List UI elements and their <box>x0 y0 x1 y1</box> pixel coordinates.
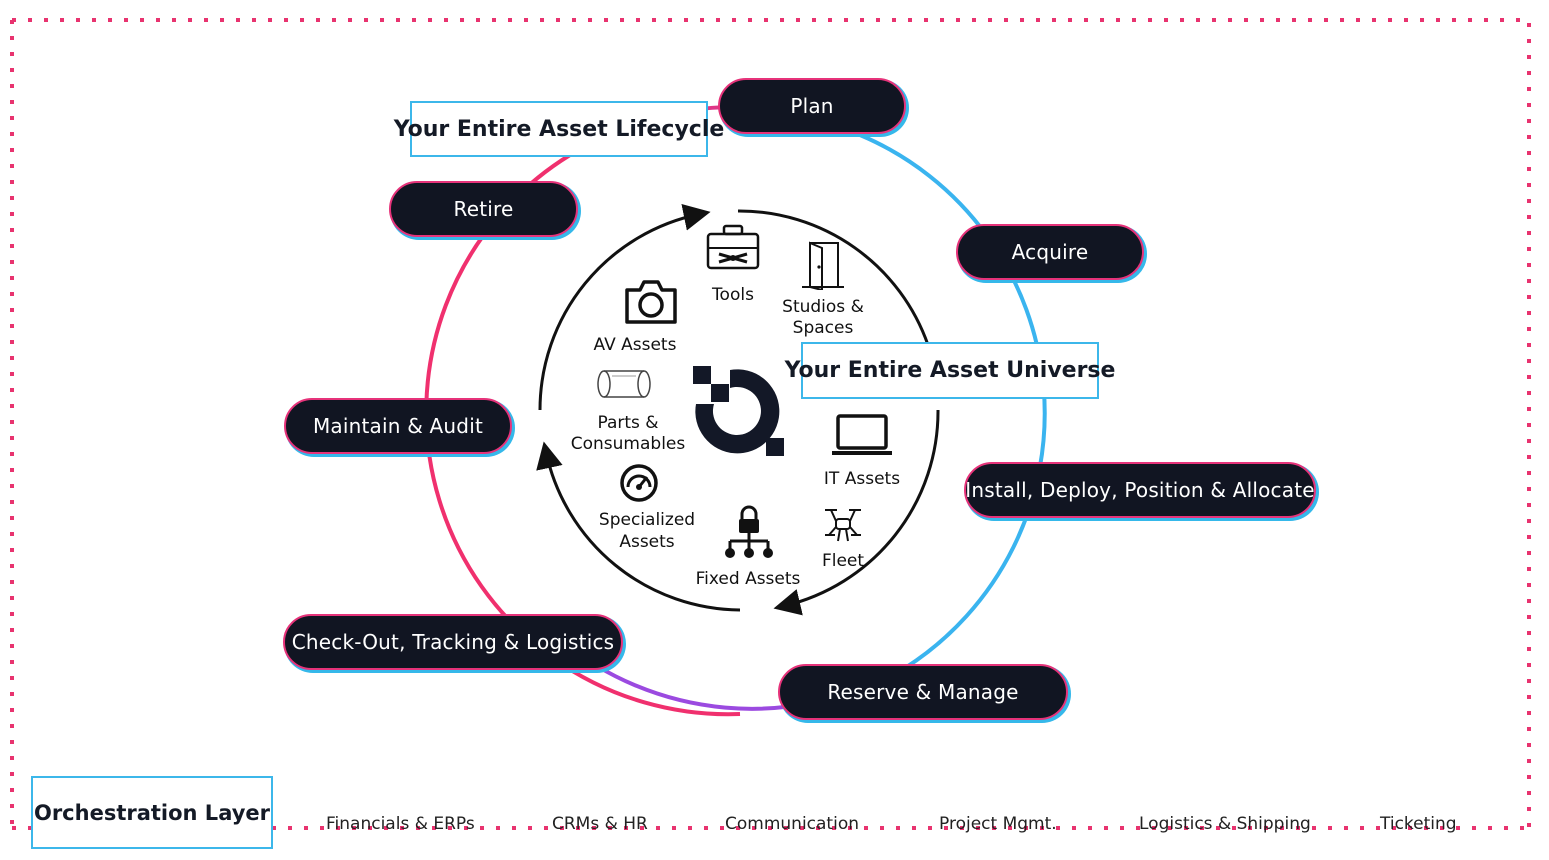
door-icon <box>802 241 844 290</box>
camera-icon <box>625 280 677 324</box>
stage-install[interactable]: Install, Deploy, Position & Allocate <box>964 462 1316 518</box>
asset-label-fleet: Fleet <box>821 551 865 571</box>
cycle-arrow-right <box>737 209 930 346</box>
cycle-arrow-right-lower <box>773 409 940 616</box>
lock-hierarchy-icon <box>725 505 773 558</box>
asset-label-parts-line2: Consumables <box>570 434 686 454</box>
universe-title: Your Entire Asset Universe <box>785 342 1115 399</box>
asset-label-it: IT Assets <box>823 469 901 489</box>
stage-acquire[interactable]: Acquire <box>956 224 1144 280</box>
stage-checkout[interactable]: Check-Out, Tracking & Logistics <box>283 614 623 670</box>
asset-label-fixed: Fixed Assets <box>695 569 801 589</box>
cycle-arrow-top <box>538 204 711 411</box>
orchestration-title: Orchestration Layer <box>31 776 273 849</box>
drone-icon <box>825 509 861 542</box>
laptop-icon <box>832 414 892 455</box>
asset-label-tools: Tools <box>712 285 754 305</box>
asset-label-specialized-line2: Assets <box>619 532 675 552</box>
dotted-frame <box>10 18 1531 830</box>
asset-label-av: AV Assets <box>593 335 677 355</box>
lifecycle-ring-right <box>859 133 1047 670</box>
lifecycle-title: Your Entire Asset Lifecycle <box>394 101 724 157</box>
gauge-icon <box>620 464 658 502</box>
integration-communication: Communication <box>725 814 859 834</box>
integration-ticketing: Ticketing <box>1380 814 1457 834</box>
cycle-arrow-bottom <box>536 441 741 612</box>
logo-icon <box>693 366 784 456</box>
can-icon <box>597 370 651 398</box>
stage-retire[interactable]: Retire <box>389 181 578 237</box>
lifecycle-ring-left <box>424 153 741 717</box>
stage-plan[interactable]: Plan <box>718 78 906 134</box>
stage-reserve[interactable]: Reserve & Manage <box>778 664 1068 720</box>
asset-label-studios-line2: Spaces <box>792 318 854 338</box>
integration-project: Project Mgmt. <box>939 814 1057 834</box>
integration-crms: CRMs & HR <box>552 814 648 834</box>
toolbox-icon <box>706 224 760 270</box>
asset-label-parts-line1: Parts & <box>597 413 659 433</box>
asset-label-studios-line1: Studios & <box>782 297 864 317</box>
integration-logistics: Logistics & Shipping <box>1139 814 1311 834</box>
stage-maintain[interactable]: Maintain & Audit <box>284 398 512 454</box>
integration-financials: Financials & ERPs <box>326 814 475 834</box>
asset-label-specialized-line1: Specialized <box>598 510 696 530</box>
